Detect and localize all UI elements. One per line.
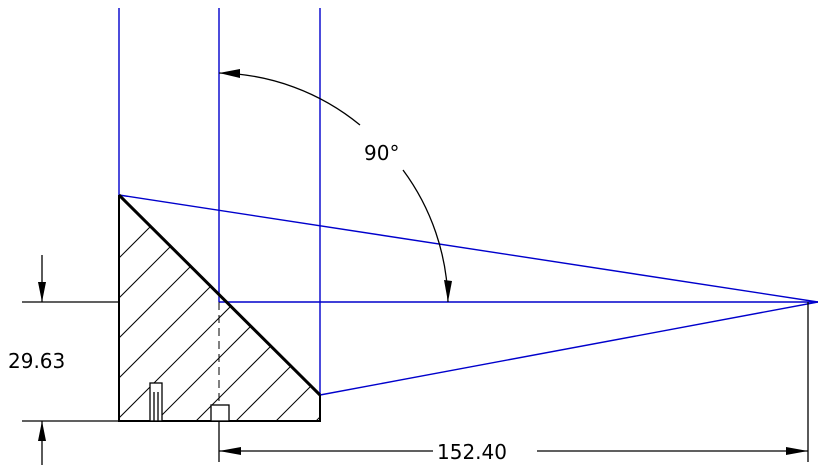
hatched-section bbox=[119, 195, 320, 421]
pin-detail bbox=[149, 382, 163, 422]
horizontal-dimension bbox=[218, 302, 809, 462]
vertical-dimension-label: 29.63 bbox=[8, 349, 65, 373]
origin-square bbox=[210, 404, 230, 422]
vertical-dimension-arrows bbox=[38, 282, 46, 441]
angle-dimension-arrows bbox=[219, 69, 452, 302]
construction-lines bbox=[118, 8, 818, 396]
horizontal-dimension-label: 152.40 bbox=[437, 440, 507, 464]
ray-bottom bbox=[319, 301, 818, 396]
ray-top bbox=[118, 194, 818, 303]
angle-dimension bbox=[218, 72, 449, 303]
angle-dimension-label: 90° bbox=[364, 141, 399, 165]
hypotenuse-edge bbox=[117, 193, 322, 397]
horizontal-dimension-arrows bbox=[219, 447, 808, 455]
